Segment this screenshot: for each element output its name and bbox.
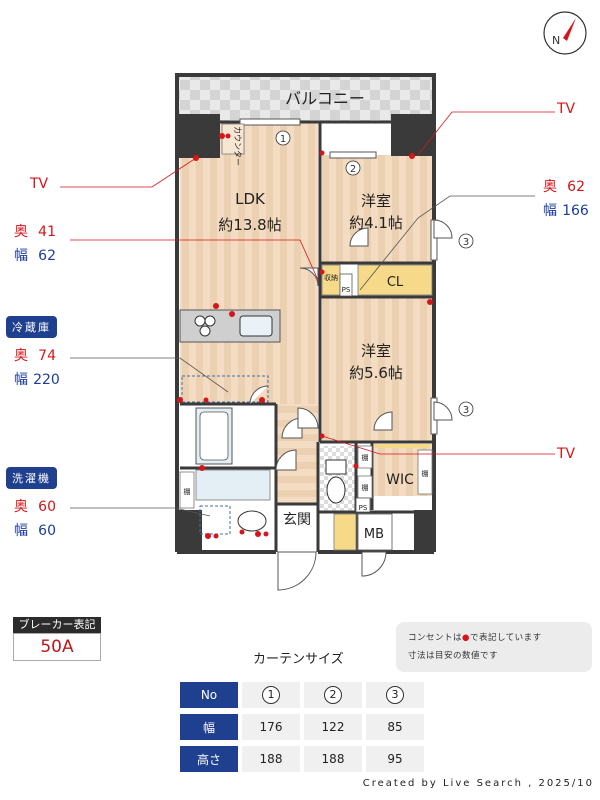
storage-label: 収納 xyxy=(324,273,338,282)
outlets xyxy=(177,133,433,539)
entrance-floor xyxy=(276,504,318,552)
row-height-label: 高さ xyxy=(180,746,238,772)
western-room-1-size: 約4.1帖 xyxy=(349,214,403,232)
col-no-1: 1 xyxy=(262,686,280,704)
ldk-label: LDK xyxy=(235,190,266,208)
col-no-2: 2 xyxy=(324,686,342,704)
ps-label-2: PS xyxy=(359,504,368,512)
wic-label: WIC xyxy=(386,472,414,488)
column xyxy=(391,114,435,156)
table-row: 高さ 188 188 95 xyxy=(180,746,424,772)
fridge-dims: 奥 74 幅 220 xyxy=(14,348,60,388)
height-3: 95 xyxy=(366,746,424,772)
ps-box xyxy=(339,273,353,297)
column xyxy=(176,114,220,158)
curtain-table: No 1 2 3 幅 176 122 85 高さ 188 188 95 xyxy=(176,676,428,778)
column xyxy=(176,510,202,552)
tv-label-room2: TV xyxy=(557,446,576,462)
width-1: 176 xyxy=(242,714,300,740)
table-row: 幅 176 122 85 xyxy=(180,714,424,740)
washer-tag: 洗濯機 xyxy=(6,467,57,489)
credit: Created by Live Search , 2025/10 xyxy=(362,778,594,789)
table-row: No 1 2 3 xyxy=(180,682,424,708)
note-box: コンセントは●で表記しています 寸法は目安の数値です xyxy=(396,622,592,672)
col-no-3: 3 xyxy=(386,686,404,704)
mb-label: MB xyxy=(364,527,384,542)
floor-plan: 1 2 3 3 バルコニー LDK 約13.8帖 洋室 約4.1帖 洋室 約5.… xyxy=(60,73,555,591)
western-room-1-label: 洋室 xyxy=(361,192,391,210)
height-1: 188 xyxy=(242,746,300,772)
fridge-space xyxy=(181,375,269,403)
mb-box xyxy=(357,513,393,551)
cl-label: CL xyxy=(387,275,404,290)
compass: N xyxy=(543,11,587,55)
row-width-label: 幅 xyxy=(180,714,238,740)
entrance-label: 玄関 xyxy=(283,511,311,528)
shelf-label-3: 棚 xyxy=(422,469,429,478)
window-mark-3a: 3 xyxy=(463,237,469,248)
breaker-title: ブレーカー表記 xyxy=(13,617,101,633)
counter-label: カウンター xyxy=(233,126,242,166)
compass-north: N xyxy=(552,34,560,47)
shelf-label-1: 棚 xyxy=(362,453,369,462)
table-header-no: No xyxy=(180,682,238,708)
western-room-2-size: 約5.6帖 xyxy=(349,364,403,382)
ldk-size: 約13.8帖 xyxy=(218,216,281,234)
western-room-1-floor xyxy=(322,155,432,263)
tv-label-ldk: TV xyxy=(30,176,49,192)
breaker-box: ブレーカー表記 50A xyxy=(13,617,101,661)
balcony-label: バルコニー xyxy=(285,89,365,108)
closet-cl xyxy=(357,264,433,296)
shelf-label-2: 棚 xyxy=(362,483,369,492)
tv-label-room1: TV xyxy=(557,101,576,117)
breaker-value: 50A xyxy=(13,633,101,661)
column xyxy=(414,510,436,552)
counter-dims: 奥 41 幅 62 xyxy=(14,224,56,264)
height-2: 188 xyxy=(304,746,362,772)
cl-dims: 奥 62 幅 166 xyxy=(543,179,589,219)
washer-dims: 奥 60 幅 60 xyxy=(14,499,56,539)
ldk-floor xyxy=(180,122,318,404)
shelf-label-4: 棚 xyxy=(184,487,191,496)
fridge-tag: 冷蔵庫 xyxy=(6,316,57,338)
width-3: 85 xyxy=(366,714,424,740)
western-room-2-floor xyxy=(322,298,432,442)
window-mark-2: 2 xyxy=(350,164,356,175)
outlet-marker-icon: ● xyxy=(462,633,470,643)
window-mark-1: 1 xyxy=(280,134,286,145)
window-mark-3b: 3 xyxy=(463,405,469,416)
width-2: 122 xyxy=(304,714,362,740)
curtain-title: カーテンサイズ xyxy=(253,652,344,667)
western-room-2-label: 洋室 xyxy=(361,342,391,360)
ps-label: PS xyxy=(342,286,351,294)
